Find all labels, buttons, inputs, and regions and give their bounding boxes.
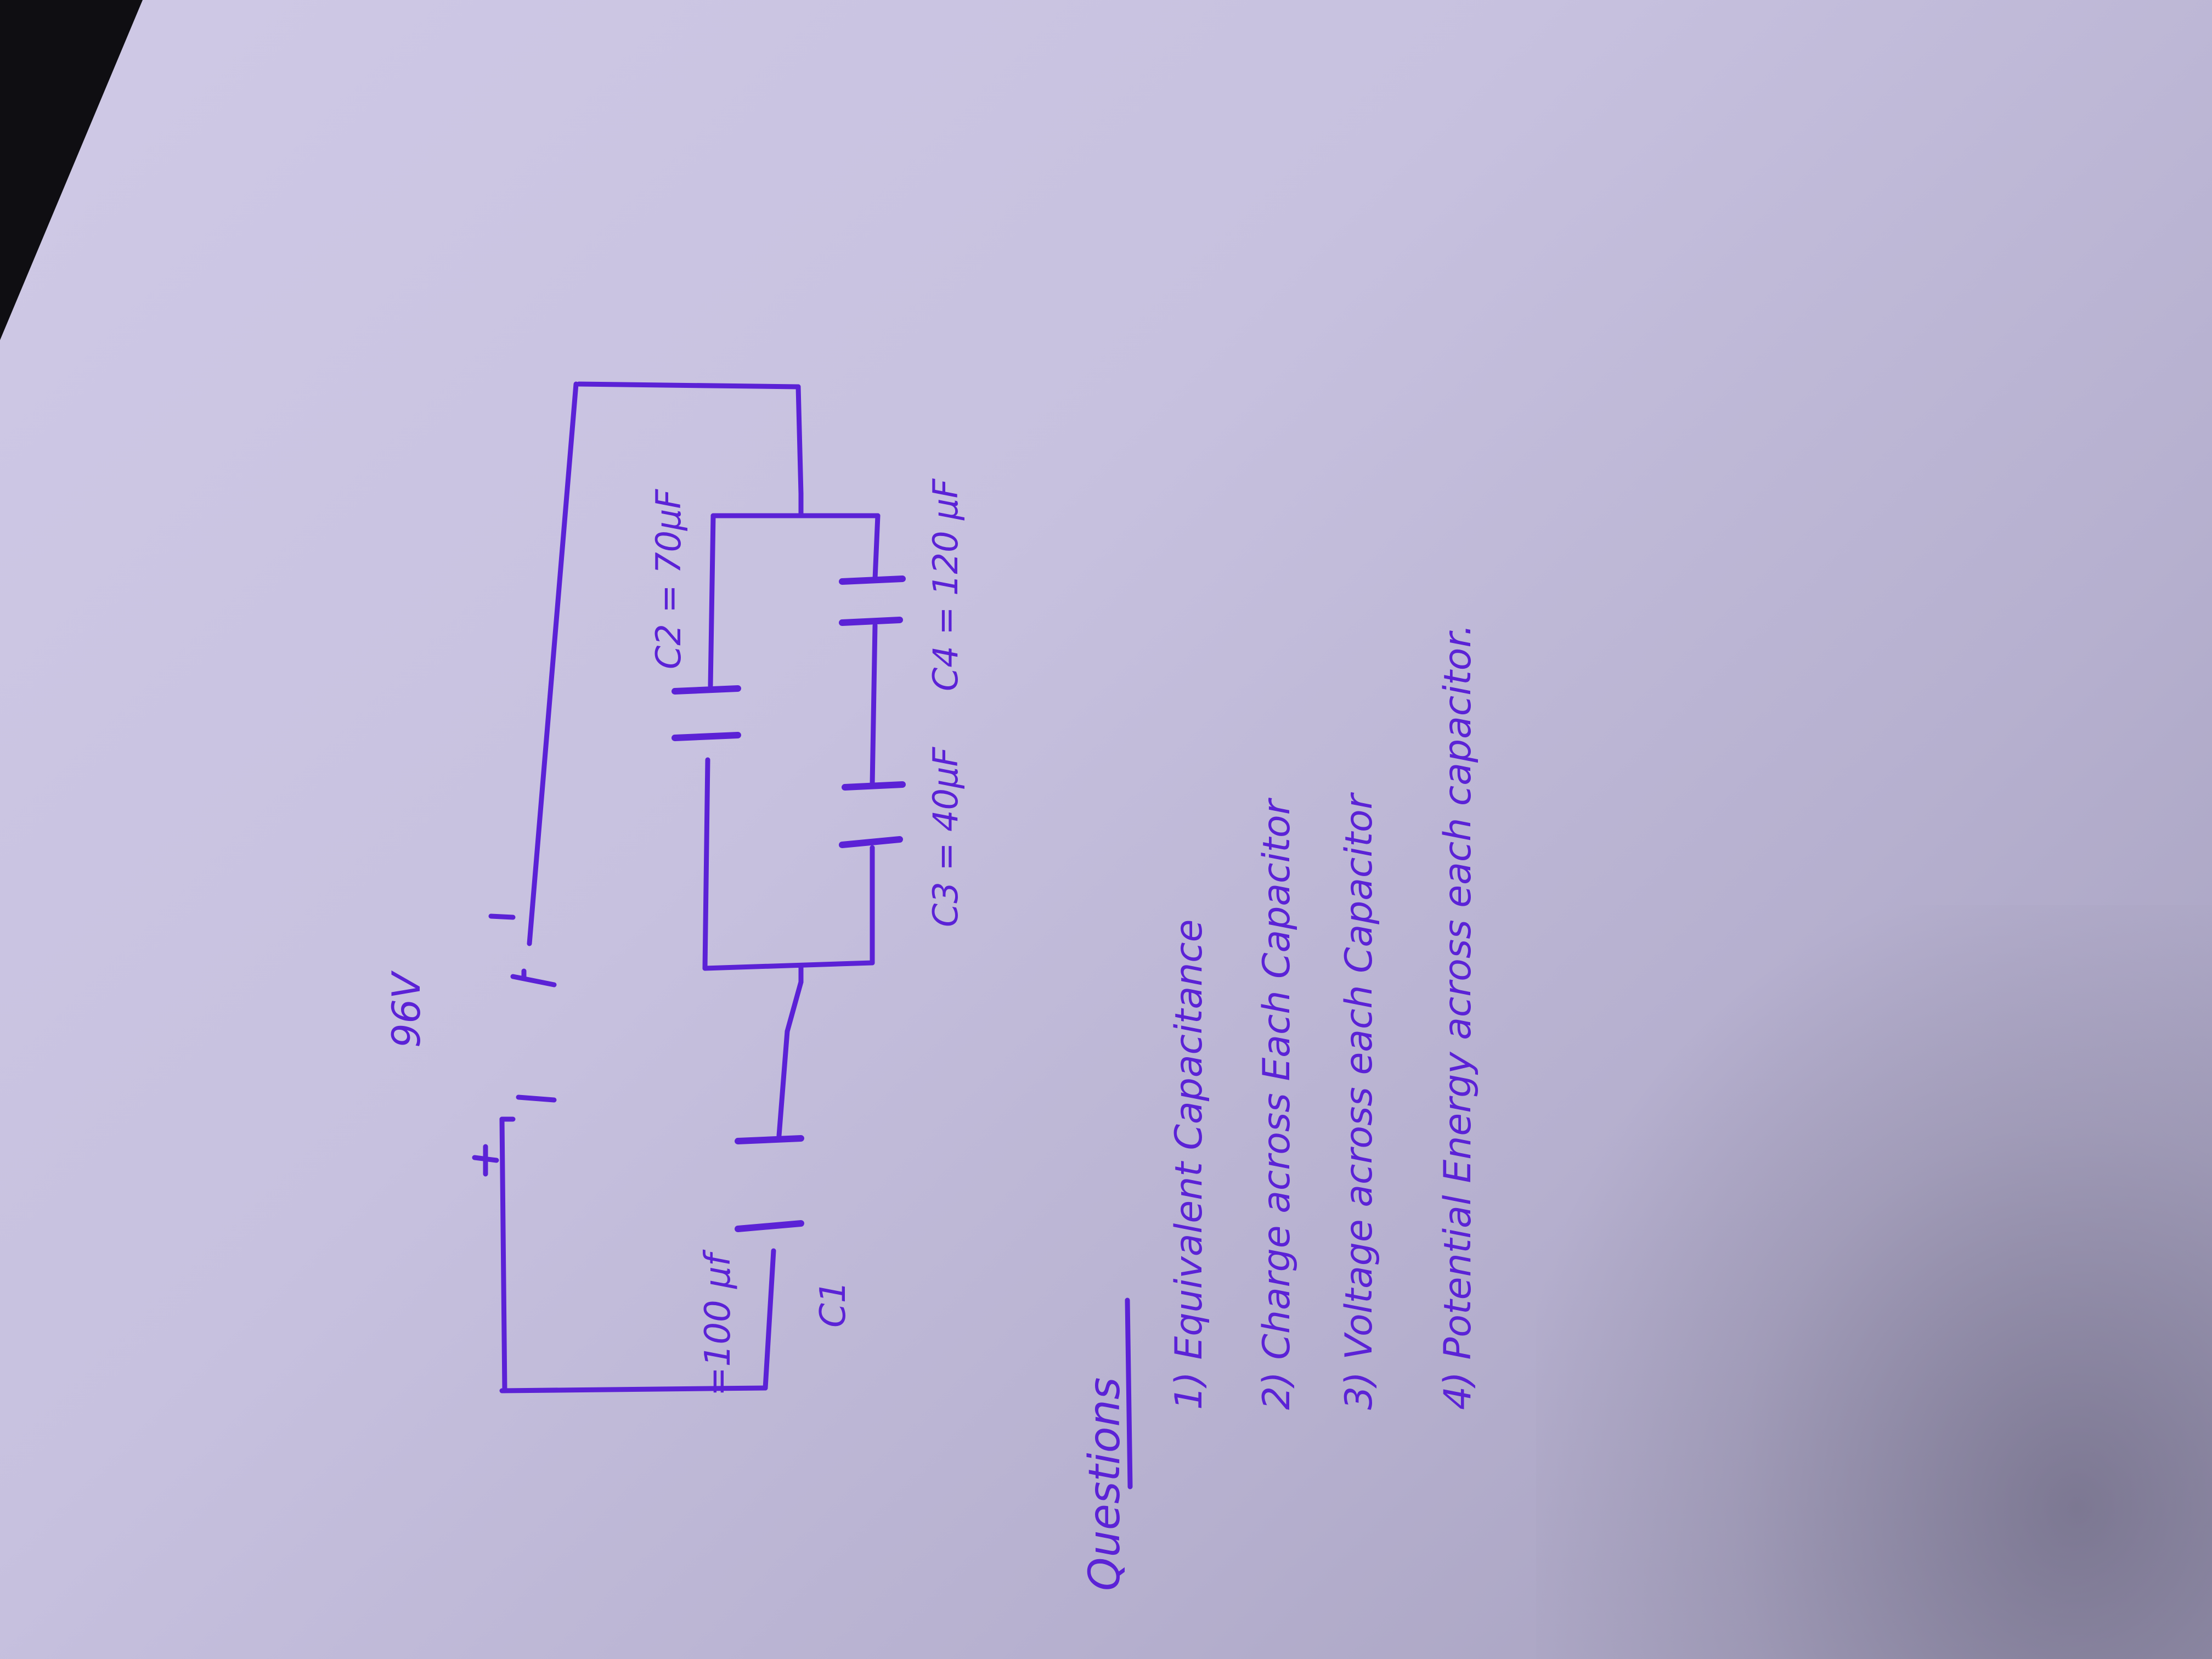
c1-wire-lower [763, 1248, 776, 1391]
wire-left-vertical [499, 1116, 507, 1393]
battery-plate-short [510, 974, 557, 988]
questions-heading-underline [1125, 1297, 1133, 1489]
wire-right-down [795, 384, 804, 496]
c3-label: C3 = 40μF [926, 747, 966, 927]
battery-minus-sign [488, 913, 516, 920]
wire-battery-to-right [527, 381, 579, 946]
c4-plate-1 [839, 617, 903, 626]
questions-heading: Questions [1080, 1377, 1130, 1591]
c1-plate-2 [735, 1135, 804, 1144]
c1-wire-to-junction [785, 979, 804, 1034]
question-item-4: 4) Potential Energy across each capacito… [1436, 624, 1480, 1410]
battery-plus-label: + [471, 1173, 472, 1174]
c1-name-label: C1 [813, 1281, 854, 1328]
wire-top-right-horizontal [576, 381, 801, 390]
c1-plate-1 [735, 1220, 804, 1232]
c4-label: C4 = 120 μF [926, 478, 966, 691]
branch-upper-wire-right [708, 513, 716, 689]
wire-bottom-horizontal [499, 1385, 768, 1393]
c1-wire-upper [776, 1029, 790, 1138]
parallel-bottom-wire [702, 960, 875, 971]
branch-lower-wire-mid [870, 623, 878, 787]
battery-voltage-label: 96V [384, 970, 429, 1048]
c1-value-label: =100 μf [698, 1249, 738, 1396]
c3-plate-1 [839, 836, 903, 848]
hand-shadow [1536, 905, 2212, 1659]
branch-lower-wire-right [872, 513, 881, 582]
question-item-3: 3) Voltage across each Capacitor [1338, 792, 1381, 1410]
question-item-2: 2) Charge across Each Capacitor [1255, 797, 1299, 1410]
question-item-1: 1) Equivalent Capacitance [1167, 919, 1211, 1410]
c2-label: C2 = 70μF [648, 489, 689, 669]
c2-plate-1 [672, 732, 741, 741]
branch-upper-wire-left [702, 757, 710, 971]
battery-plate-long [516, 1094, 557, 1103]
c2-plate-2 [672, 685, 741, 695]
c4-plate-2 [839, 575, 906, 585]
